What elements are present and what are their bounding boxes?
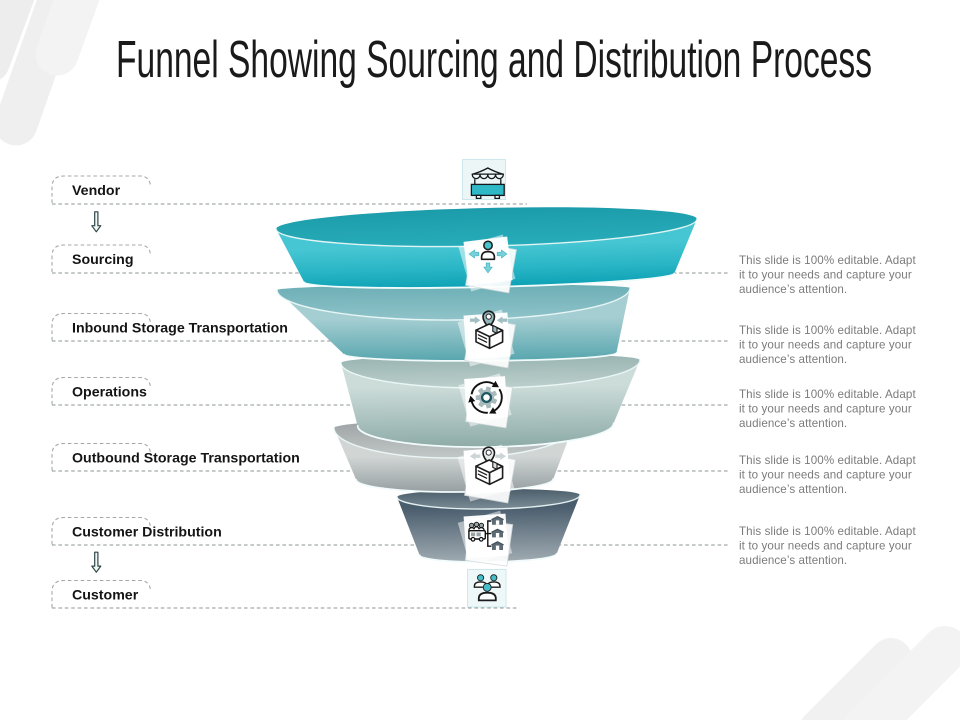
svg-text:Sourcing: Sourcing [72,252,133,268]
svg-text:Inbound Storage Transportation: Inbound Storage Transportation [72,321,288,337]
svg-text:This slide is 100% editable. A: This slide is 100% editable. Adapt it to… [739,454,919,496]
svg-text:Operations: Operations [72,385,147,401]
svg-text:Vendor: Vendor [72,183,121,199]
svg-text:Funnel Showing Sourcing and Di: Funnel Showing Sourcing and Distribution… [116,31,872,89]
svg-text:This slide is 100% editable. A: This slide is 100% editable. Adapt it to… [739,525,919,567]
svg-text:This slide is 100% editable. A: This slide is 100% editable. Adapt it to… [739,388,919,430]
svg-text:Outbound Storage Transportatio: Outbound Storage Transportation [72,451,300,467]
svg-text:Customer: Customer [72,588,139,604]
svg-text:This slide is 100% editable. A: This slide is 100% editable. Adapt it to… [739,254,919,296]
svg-text:Customer Distribution: Customer Distribution [72,525,222,541]
svg-text:This slide is 100% editable. A: This slide is 100% editable. Adapt it to… [739,324,919,366]
